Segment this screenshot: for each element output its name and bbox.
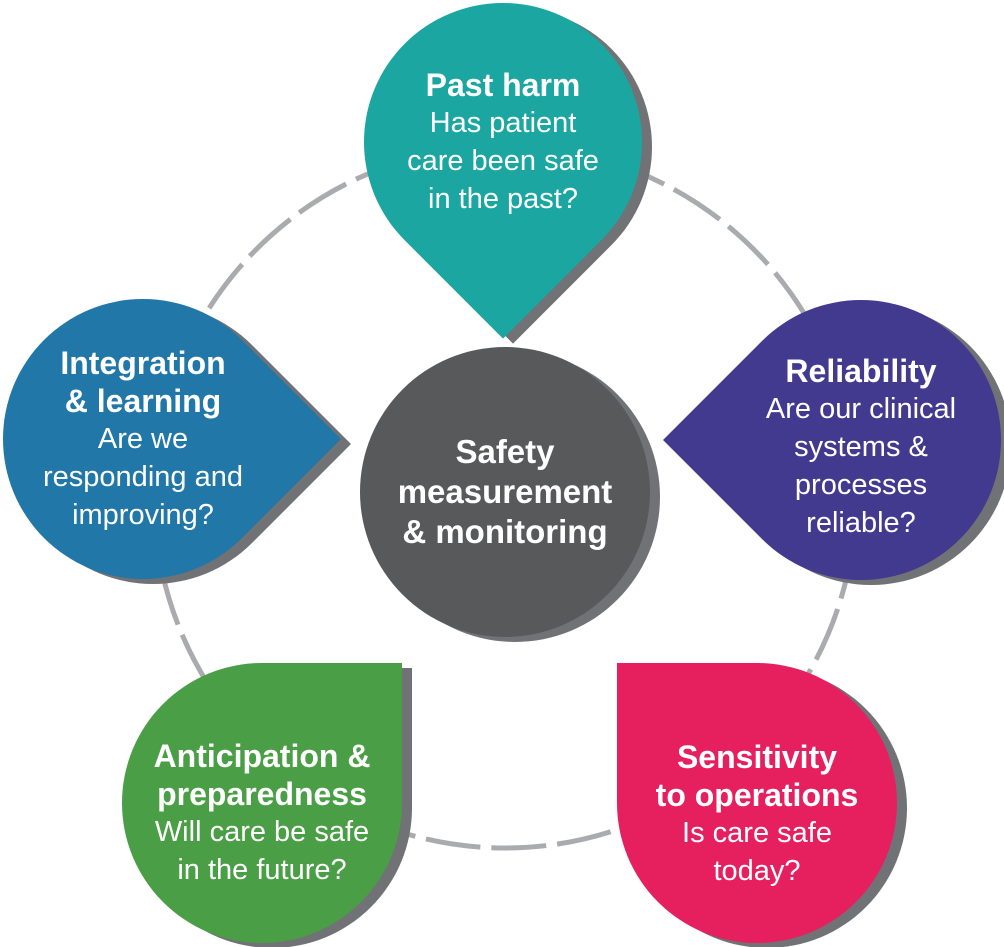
past-harm-title: Past harm <box>425 67 581 103</box>
integration-label-wrap: Integration & learning Are we responding… <box>3 299 283 579</box>
sensitivity-teardrop-shape <box>617 663 897 943</box>
center-circle-shape <box>360 347 650 637</box>
sensitivity-question: Is care safe today? <box>682 817 832 887</box>
sensitivity-title: Sensitivity to operations <box>655 739 859 813</box>
anticipation-title: Anticipation & preparedness <box>153 738 371 812</box>
integration-title: Integration & learning <box>60 345 226 419</box>
anticipation-question: Will care be safe in the future? <box>154 816 370 886</box>
node-reliability: Reliability Are our clinical systems & p… <box>663 242 1004 638</box>
node-integration-and-learning: Integration & learning Are we responding… <box>0 241 341 637</box>
node-safety-measurement-monitoring: Safety measurement & monitoring <box>360 347 650 637</box>
sensitivity-label-wrap: Sensitivity to operations Is care safe t… <box>617 663 897 943</box>
past-harm-label-wrap: Past harm Has patient care been safe in … <box>364 3 642 281</box>
integration-question: Are we responding and improving? <box>43 423 243 531</box>
reliability-question: Are our clinical systems & processes rel… <box>765 393 957 539</box>
anticipation-label-wrap: Anticipation & preparedness Will care be… <box>122 663 402 943</box>
node-anticipation-and-preparedness: Anticipation & preparedness Will care be… <box>122 663 402 943</box>
anticipation-teardrop-shape <box>122 663 402 943</box>
center-title: Safety measurement & monitoring <box>397 433 613 550</box>
reliability-label-wrap: Reliability Are our clinical systems & p… <box>721 300 1001 580</box>
node-sensitivity-to-operations: Sensitivity to operations Is care safe t… <box>617 663 897 943</box>
center-label-wrap: Safety measurement & monitoring <box>360 347 650 637</box>
node-past-harm: Past harm Has patient care been safe in … <box>306 0 700 339</box>
reliability-title: Reliability <box>785 353 937 389</box>
past-harm-question: Has patient care been safe in the past? <box>407 107 599 215</box>
